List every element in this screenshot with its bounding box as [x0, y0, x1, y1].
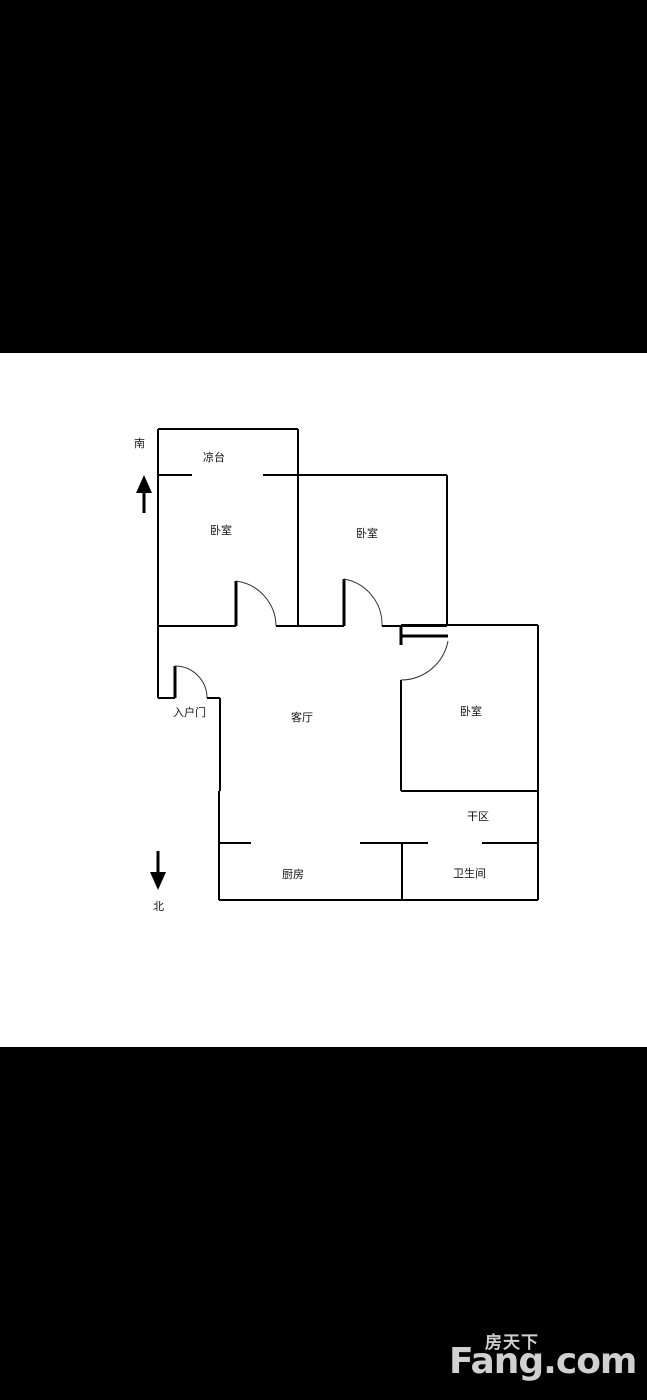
- bedroom-2-label: 卧室: [356, 526, 378, 540]
- bedroom-3-walls: [399, 624, 539, 793]
- bedroom-1-walls: [157, 475, 299, 627]
- bedroom-2-walls: [298, 474, 448, 627]
- floor-plan-canvas: 南 北 凉台 卧室 卧室 卧室 入户门 客厅 干区 厨房 卫生间: [0, 353, 647, 1047]
- bedroom-2-door-swing: [343, 578, 383, 627]
- north-label: 北: [153, 900, 164, 913]
- bottom-black-bar: [0, 1047, 647, 1400]
- dry-area-label: 干区: [467, 810, 489, 823]
- balcony-walls: [157, 428, 299, 476]
- living-room-label: 客厅: [291, 710, 313, 724]
- kitchen-label: 厨房: [282, 868, 304, 881]
- kitchen-bath-walls: [218, 791, 539, 901]
- entry-walls: [157, 626, 221, 791]
- watermark-cn: 房天下: [485, 1333, 539, 1353]
- north-arrow: [150, 851, 166, 890]
- watermark-en: Fang.com: [449, 1341, 637, 1382]
- south-label: 南: [134, 437, 145, 450]
- entry-door-label: 入户门: [173, 705, 206, 719]
- south-arrow: [136, 475, 152, 513]
- fang-watermark-logo: 房天下 Fang.com: [449, 1333, 637, 1390]
- entry-door-swing: [174, 665, 208, 699]
- bedroom-1-label: 卧室: [210, 523, 232, 537]
- bedroom-1-door-swing: [235, 580, 277, 627]
- floor-plan: 南 北 凉台 卧室 卧室 卧室 入户门 客厅 干区 厨房 卫生间: [134, 428, 539, 913]
- bedroom-3-label: 卧室: [460, 704, 482, 718]
- top-black-bar: [0, 0, 647, 353]
- balcony-label: 凉台: [203, 450, 225, 464]
- bedroom-3-door-swing: [400, 640, 449, 681]
- bathroom-label: 卫生间: [453, 866, 486, 880]
